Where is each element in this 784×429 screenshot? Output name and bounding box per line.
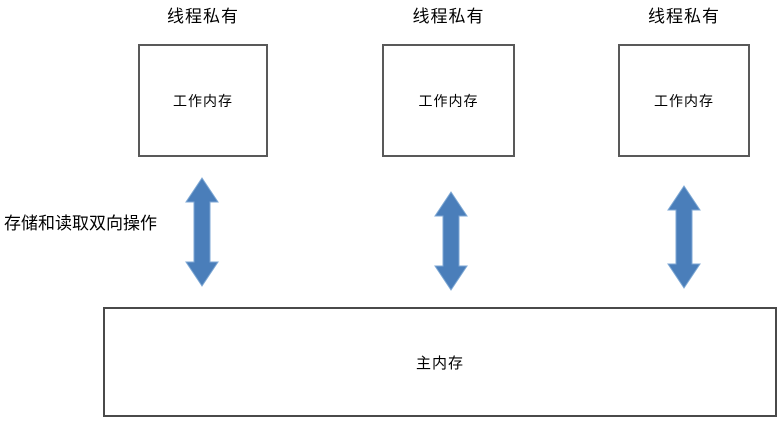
working-memory-box-2: 工作内存 (382, 44, 515, 157)
working-memory-label-3: 工作内存 (654, 92, 714, 109)
working-memory-box-3: 工作内存 (618, 44, 750, 157)
thread-private-label-2: 线程私有 (412, 7, 485, 26)
working-memory-label-1: 工作内存 (173, 92, 233, 109)
bidirectional-arrow-3 (667, 185, 701, 289)
main-memory-label: 主内存 (415, 354, 464, 372)
thread-private-label-1: 线程私有 (167, 7, 239, 26)
working-memory-label-2: 工作内存 (418, 92, 479, 109)
store-read-annotation: 存储和读取双向操作 (4, 214, 157, 233)
bidirectional-arrow-2 (434, 191, 468, 291)
main-memory-box: 主内存 (103, 307, 777, 417)
bidirectional-arrow-1 (185, 177, 219, 287)
thread-private-label-3: 线程私有 (648, 7, 720, 26)
working-memory-box-1: 工作内存 (138, 44, 268, 157)
